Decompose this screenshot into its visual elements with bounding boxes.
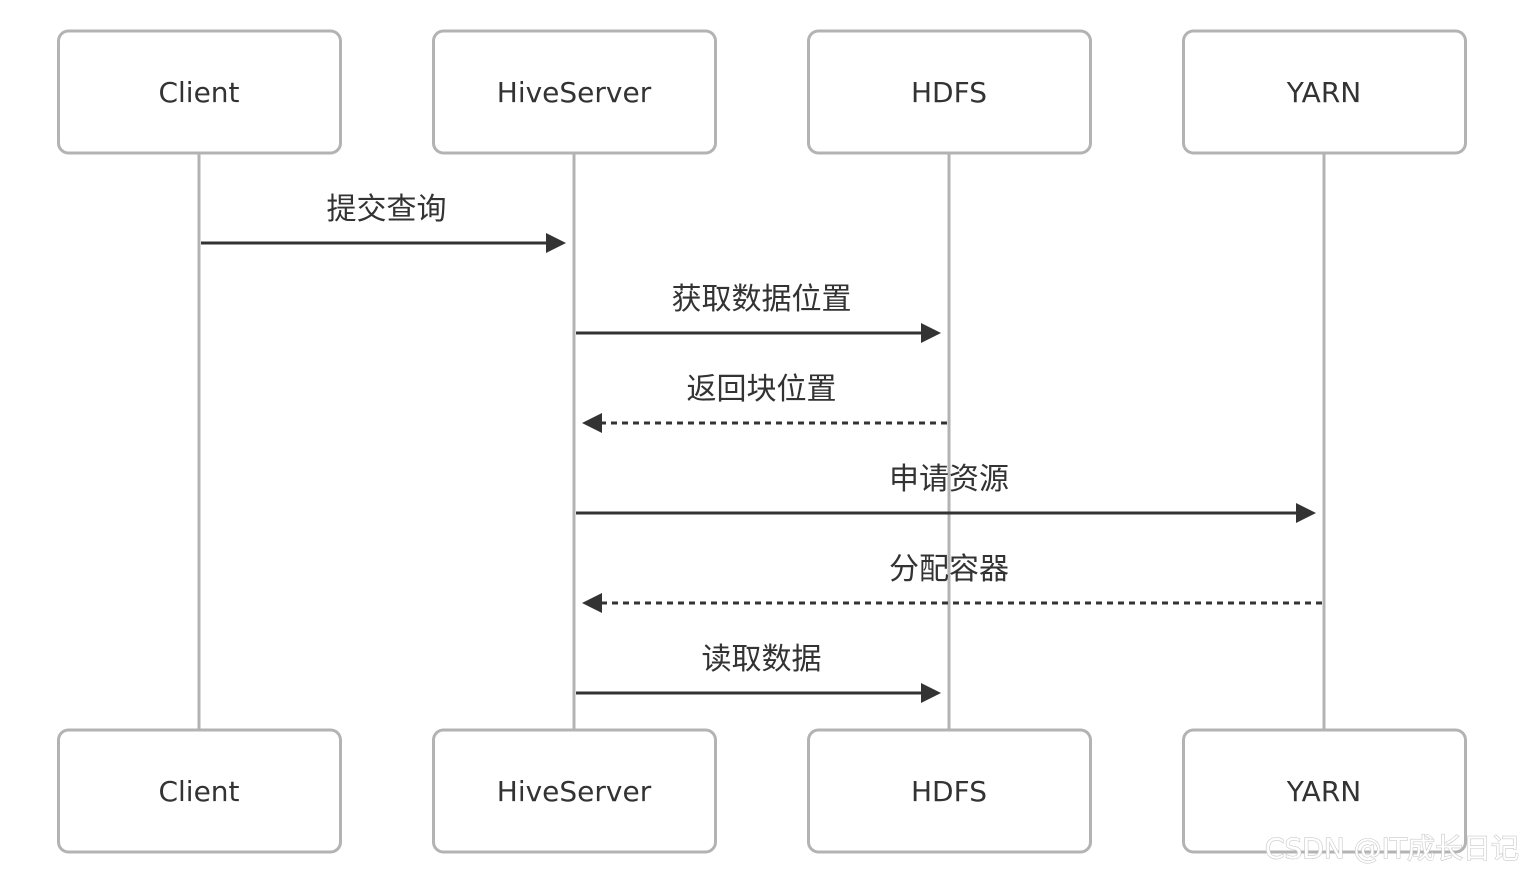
message-label: 返回块位置 — [687, 372, 837, 407]
participant-label: HDFS — [911, 76, 987, 109]
message-label: 提交查询 — [327, 192, 447, 227]
participant-yarn-top: YARN — [1182, 29, 1467, 155]
participant-hdfs-bottom: HDFS — [807, 728, 1092, 854]
message-label: 读取数据 — [702, 642, 822, 677]
message-label: 分配容器 — [889, 552, 1009, 587]
participant-label: YARN — [1286, 775, 1361, 808]
participant-label: HiveServer — [497, 775, 652, 808]
message-arrow-head — [921, 323, 941, 343]
participant-label: HDFS — [911, 775, 987, 808]
message-5: 分配容器 — [582, 552, 1322, 613]
participant-hiveserver-top: HiveServer — [432, 29, 717, 155]
participant-box — [1182, 29, 1467, 155]
participant-label: HiveServer — [497, 76, 652, 109]
participant-box — [57, 29, 342, 155]
participant-box — [432, 29, 717, 155]
message-arrow-head — [582, 413, 602, 433]
message-label: 获取数据位置 — [672, 282, 852, 317]
message-2: 获取数据位置 — [576, 282, 941, 343]
participant-hdfs-top: HDFS — [807, 29, 1092, 155]
participant-box — [807, 728, 1092, 854]
message-3: 返回块位置 — [582, 372, 947, 433]
participant-client-bottom: Client — [57, 728, 342, 854]
message-arrow-head — [582, 593, 602, 613]
participant-box — [807, 29, 1092, 155]
participant-label: Client — [158, 775, 239, 808]
participant-yarn-bottom: YARN — [1182, 728, 1467, 854]
message-label: 申请资源 — [889, 462, 1009, 497]
participant-label: YARN — [1286, 76, 1361, 109]
message-arrow-head — [1296, 503, 1316, 523]
participant-label: Client — [158, 76, 239, 109]
message-4: 申请资源 — [576, 462, 1316, 523]
participant-hiveserver-bottom: HiveServer — [432, 728, 717, 854]
message-arrow-head — [921, 683, 941, 703]
participant-box — [1182, 728, 1467, 854]
message-6: 读取数据 — [576, 642, 941, 703]
message-1: 提交查询 — [201, 192, 566, 253]
lifelines — [197, 153, 1326, 730]
watermark: CSDN @IT成长日记 — [1265, 832, 1519, 865]
participant-box — [57, 728, 342, 854]
participant-client-top: Client — [57, 29, 342, 155]
message-arrow-head — [546, 233, 566, 253]
participant-box — [432, 728, 717, 854]
participant-boxes: ClientClientHiveServerHiveServerHDFSHDFS… — [57, 29, 1467, 854]
